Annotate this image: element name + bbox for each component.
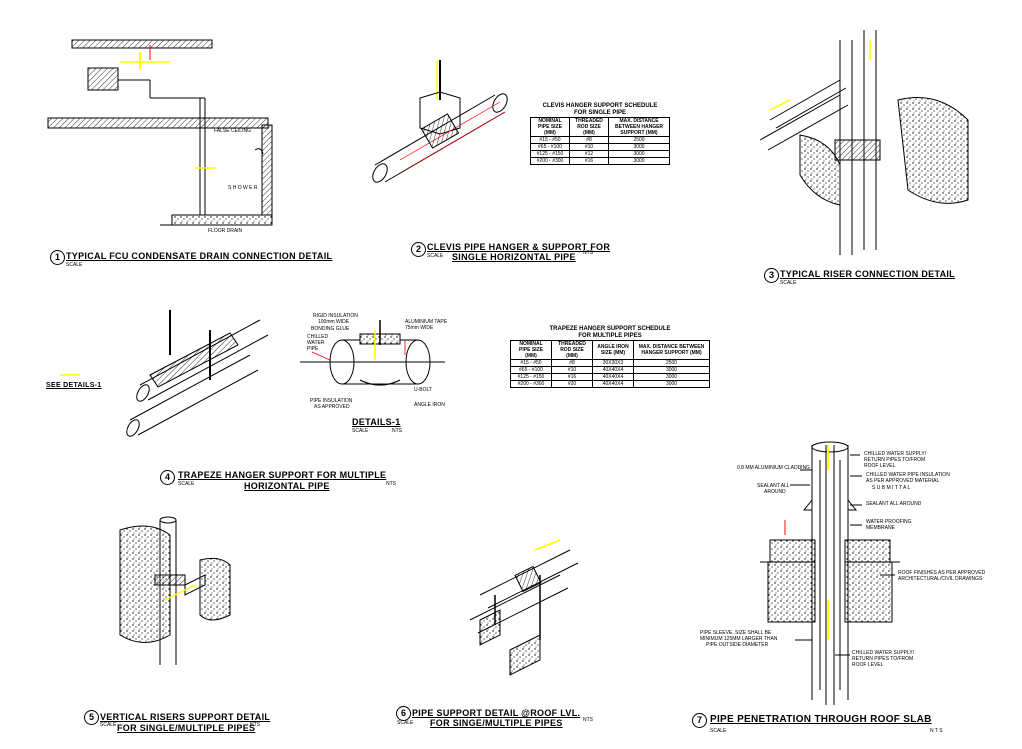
d7-bottom-supply-label-2: RETURN PIPES TO/FROM — [852, 656, 914, 662]
detail-6-drawing — [469, 539, 579, 676]
bonding-glue-label: BONDING GLUE — [311, 326, 350, 332]
aluminium-width-label: 75mm WIDE — [405, 325, 434, 331]
fcu-floor-drain-label: FLOOR DRAIN — [208, 228, 243, 234]
detail-4-drawing — [60, 310, 269, 437]
fcu-shower-label: S H O W E R — [228, 185, 258, 191]
detail-caption-line-2: HORIZONTAL PIPE — [244, 481, 330, 491]
pipe-insulation-label: PIPE INSULATION — [310, 398, 353, 404]
scale-label: SCALE — [100, 722, 117, 728]
d7-sleeve-label-2: MINIMUM 125MM LARGER THAN — [700, 636, 778, 642]
nts-label: N T S — [930, 728, 943, 734]
detail-7-drawing — [760, 441, 900, 705]
scale-label: SCALE — [710, 728, 727, 734]
scale-label: SCALE — [780, 280, 797, 286]
d7-top-supply-label-1: CHILLED WATER SUPPLY/ — [864, 451, 927, 457]
see-details-label: SEE DETAILS-1 — [46, 382, 102, 389]
detail-caption-line-2: FOR SINGLE/MULTIPLE PIPES — [117, 723, 256, 733]
rigid-width-label: 100mm WIDE — [318, 319, 350, 325]
detail-3-drawing — [759, 30, 969, 255]
detail-number: 6 — [396, 706, 411, 721]
d7-sealant-left-label-2: AROUND — [764, 489, 786, 495]
trapeze-schedule-subtitle: FOR MULTIPLE PIPES — [578, 333, 642, 339]
detail-number: 3 — [764, 268, 779, 283]
table-header: THREADED ROD SIZE (MM) — [569, 117, 609, 137]
detail-caption-line-1: CLEVIS PIPE HANGER & SUPPORT FOR — [427, 242, 611, 252]
d7-top-supply-label-2: RETURN PIPES TO/FROM — [864, 457, 926, 463]
aluminium-tape-label: ALUMINIUM TAPE — [405, 319, 448, 325]
as-approved-label: AS APPROVED — [314, 404, 350, 410]
detail-caption: TYPICAL RISER CONNECTION DETAIL — [780, 269, 955, 279]
u-bolt-label: U-BOLT — [414, 387, 432, 393]
scale-label: SCALE — [178, 481, 195, 487]
detail-2-drawing — [372, 60, 508, 183]
d7-waterproof-label-1: WATER PROOFING — [866, 519, 912, 525]
chilled-water-pipe-label: CHILLED WATER PIPE — [307, 334, 329, 352]
scale-label: SCALE — [427, 253, 444, 259]
nts-label: NTS — [583, 250, 593, 256]
rigid-insulation-label: RIGID INSULATION — [313, 313, 358, 319]
detail-caption-line-1: PIPE SUPPORT DETAIL @ROOF LVL. — [412, 708, 581, 718]
table-header: NOMINAL PIPE SIZE (MM) — [530, 117, 570, 137]
detail-caption-line-1: VERTICAL RISERS SUPPORT DETAIL — [100, 712, 271, 722]
nts-label: NTS — [583, 717, 593, 723]
d7-top-supply-label-3: ROOF LEVEL — [864, 463, 896, 469]
detail-number: 2 — [411, 242, 426, 257]
d7-bottom-supply-label-1: CHILLED WATER SUPPLY/ — [852, 650, 915, 656]
detail-5-drawing — [119, 516, 231, 665]
details-1-drawing — [300, 320, 445, 386]
table-header: NOMINAL PIPE SIZE (MM) — [510, 340, 552, 360]
d7-finishes-label-1: ROOF FINISHES AS PER APPROVED — [898, 570, 986, 576]
detail-number: 1 — [50, 250, 65, 265]
table-header: THREADED ROD SIZE (MM) — [551, 340, 593, 360]
d7-cladding-label: 0.8 MM ALUMINIUM CLADDING — [737, 465, 811, 471]
table-header: MAX. DISTANCE BETWEEN HANGER SUPPORT (MM… — [608, 117, 670, 137]
d7-sealant-right-label: SEALANT ALL AROUND — [866, 501, 922, 507]
nts-label: NTS — [386, 481, 396, 487]
d7-bottom-supply-label-3: ROOF LEVEL — [852, 662, 884, 668]
detail-number: 7 — [692, 713, 707, 728]
angle-iron-label: ANGLE IRON — [414, 402, 445, 408]
table-header: ANGLE IRON SIZE (MM) — [592, 340, 634, 360]
scale-label: SCALE — [397, 720, 414, 726]
detail-1-drawing — [47, 39, 273, 226]
table-header: MAX. DISTANCE BETWEEN HANGER SUPPORT (MM… — [633, 340, 710, 360]
d7-waterproof-label-2: MEMBRANE — [866, 525, 895, 531]
clevis-schedule-table: CLEVIS HANGER SUPPORT SCHEDULE FOR SINGL… — [530, 103, 670, 165]
scale-label: SCALE — [66, 262, 83, 268]
detail-caption: TYPICAL FCU CONDENSATE DRAIN CONNECTION … — [66, 251, 333, 261]
d7-insulation-label-3: S U B M I T T A L — [872, 485, 911, 491]
detail-caption: PIPE PENETRATION THROUGH ROOF SLAB — [710, 714, 932, 725]
d7-insulation-label-2: AS PER APPROVED MATERIAL — [866, 478, 940, 484]
detail-caption-line-2: SINGLE HORIZONTAL PIPE — [452, 252, 576, 262]
d7-finishes-label-2: ARCHITECTURAL/CIVIL DRAWINGS — [898, 576, 983, 582]
trapeze-schedule-title: TRAPEZE HANGER SUPPORT SCHEDULE — [549, 326, 671, 332]
details-1-caption: DETAILS-1 — [352, 417, 401, 427]
detail-caption-line-1: TRAPEZE HANGER SUPPORT FOR MULTIPLE — [178, 470, 387, 480]
detail-caption-line-2: FOR SINGE/MULTIPLE PIPES — [430, 718, 563, 728]
clevis-schedule-subtitle: FOR SINGLE PIPE — [573, 110, 626, 116]
d7-sleeve-label-3: PIPE OUTSIDE DIAMETER — [706, 642, 769, 648]
d7-sleeve-label-1: PIPE SLEEVE, SIZE SHALL BE — [700, 630, 772, 636]
d7-insulation-label-1: CHILLED WATER PIPE INSULATION — [866, 472, 950, 478]
detail-number: 5 — [84, 710, 99, 725]
nts-label: NTS — [392, 428, 402, 434]
detail-number: 4 — [160, 470, 175, 485]
trapeze-schedule-table: TRAPEZE HANGER SUPPORT SCHEDULE FOR MULT… — [510, 326, 710, 388]
fcu-false-ceiling-label: FALSE CEILING — [214, 128, 251, 134]
nts-label: NTS — [250, 722, 260, 728]
scale-label: SCALE — [352, 428, 369, 434]
clevis-schedule-title: CLEVIS HANGER SUPPORT SCHEDULE — [542, 103, 658, 109]
d7-sealant-left-label-1: SEALANT ALL — [757, 483, 790, 489]
